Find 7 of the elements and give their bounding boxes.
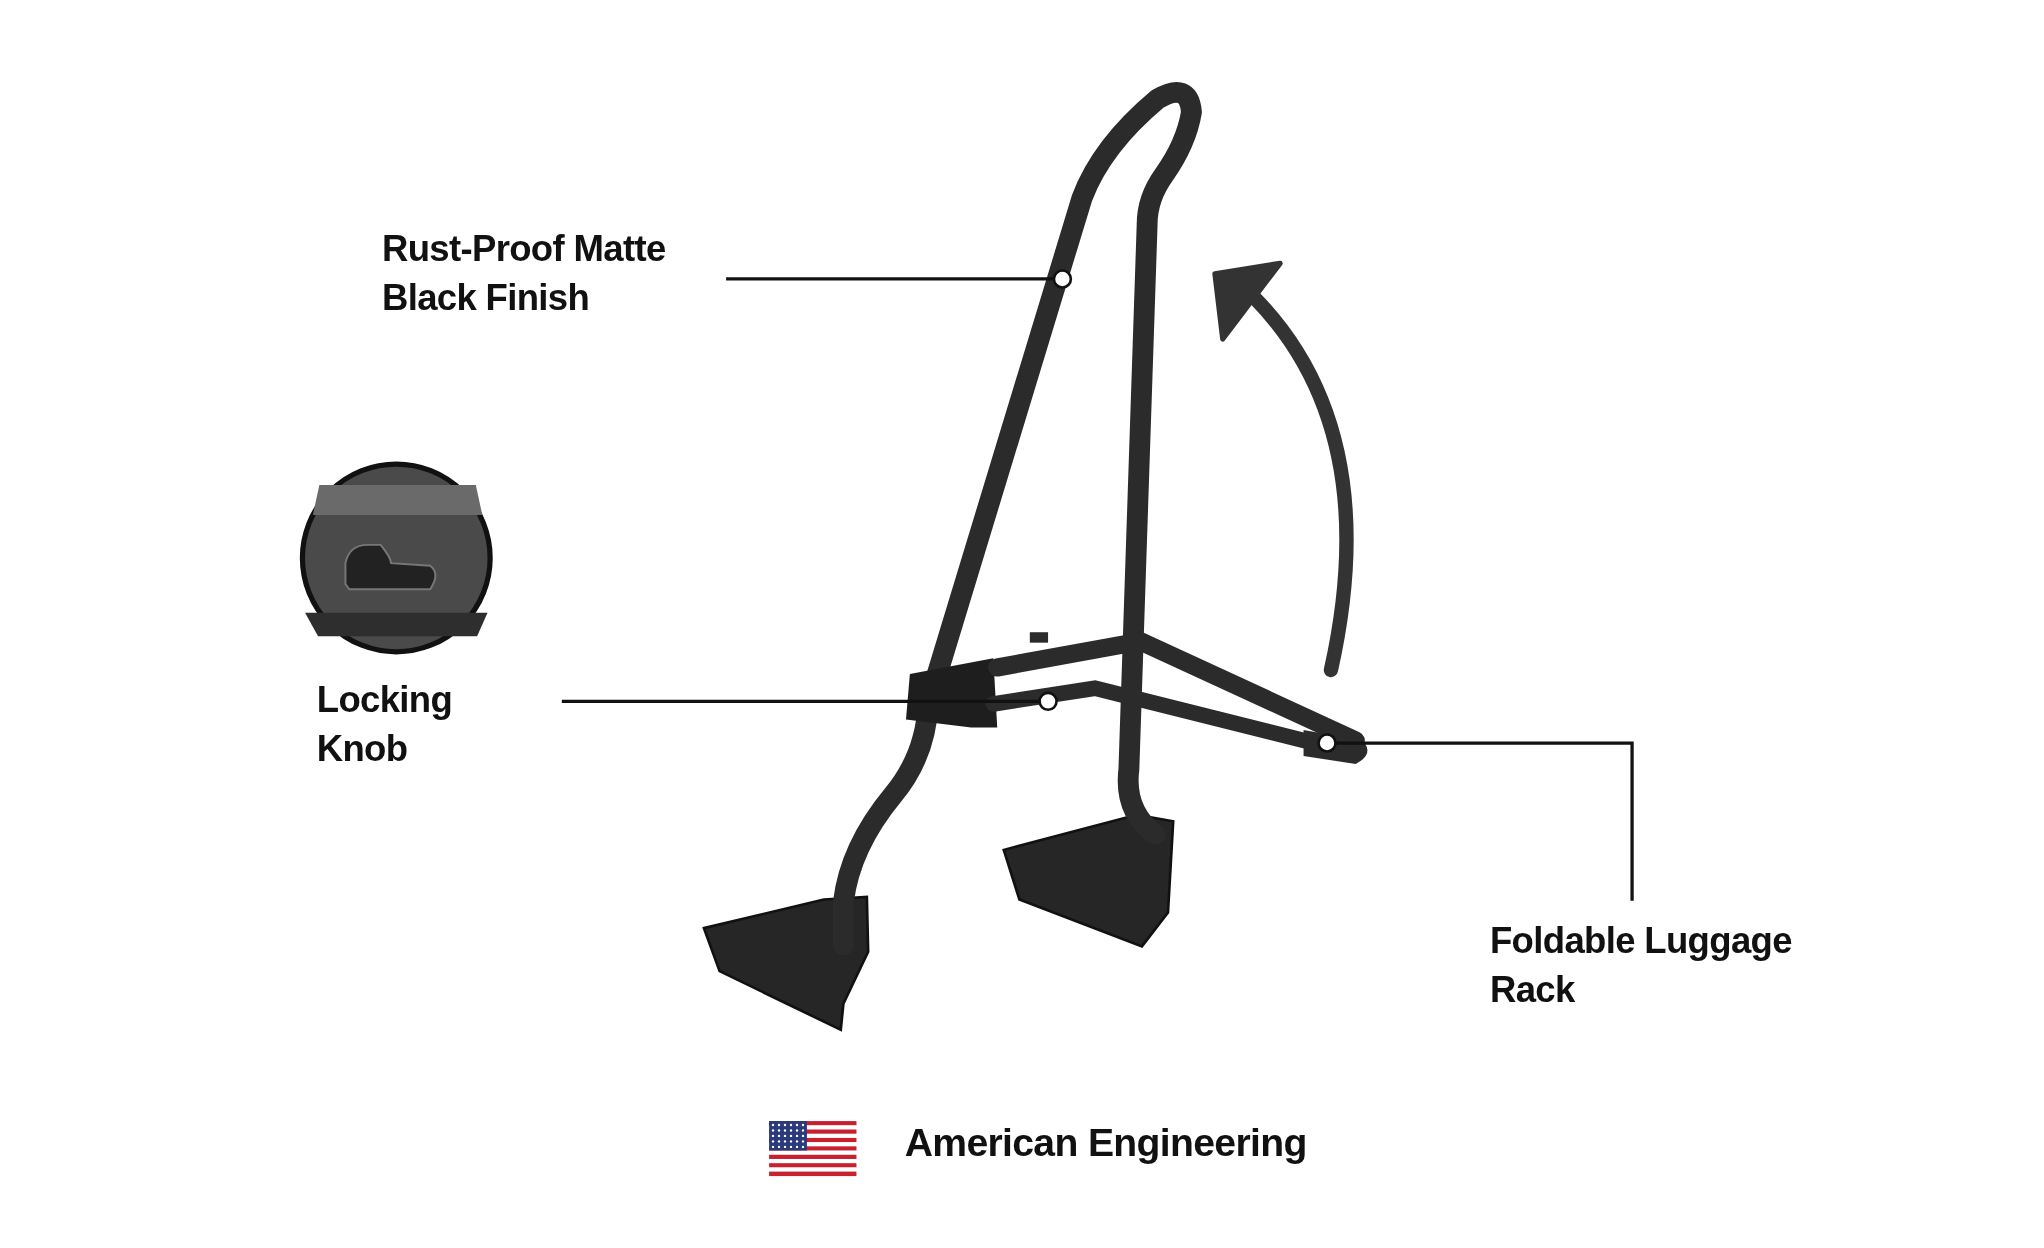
callout-label: Locking Knob: [316, 675, 552, 775]
leader-line: [561, 691, 1058, 712]
leader-line: [726, 269, 1073, 289]
callout-label: Foldable Luggage Rack: [1490, 916, 1816, 1016]
callout-label: Rust-Proof Matte Black Finish: [381, 224, 721, 324]
leader-line: [1317, 733, 1634, 901]
caption-text: American Engineering: [904, 1121, 1307, 1166]
